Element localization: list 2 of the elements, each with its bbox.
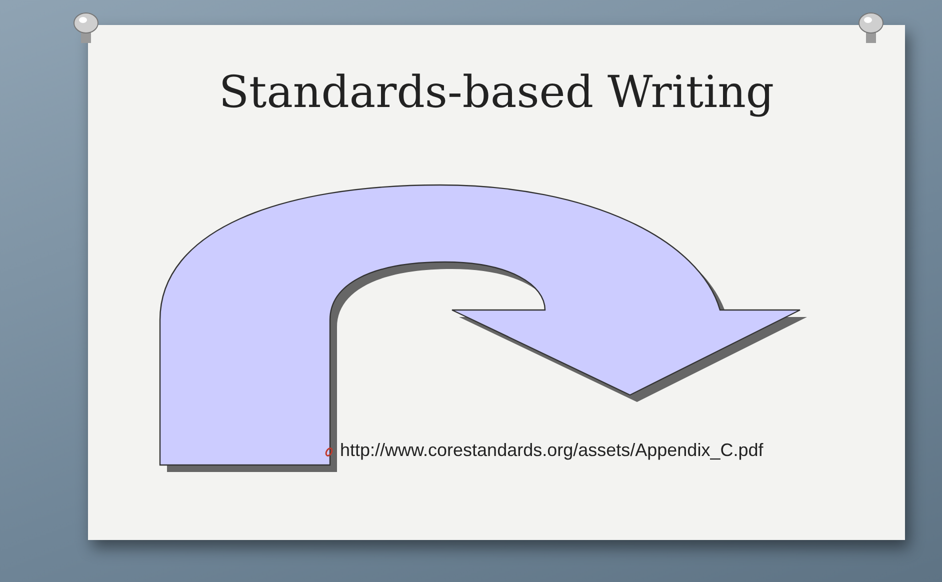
slide-title: Standards-based Writing — [218, 67, 776, 118]
url-text: http://www.corestandards.org/assets/Appendix_C.pdf — [340, 440, 764, 461]
